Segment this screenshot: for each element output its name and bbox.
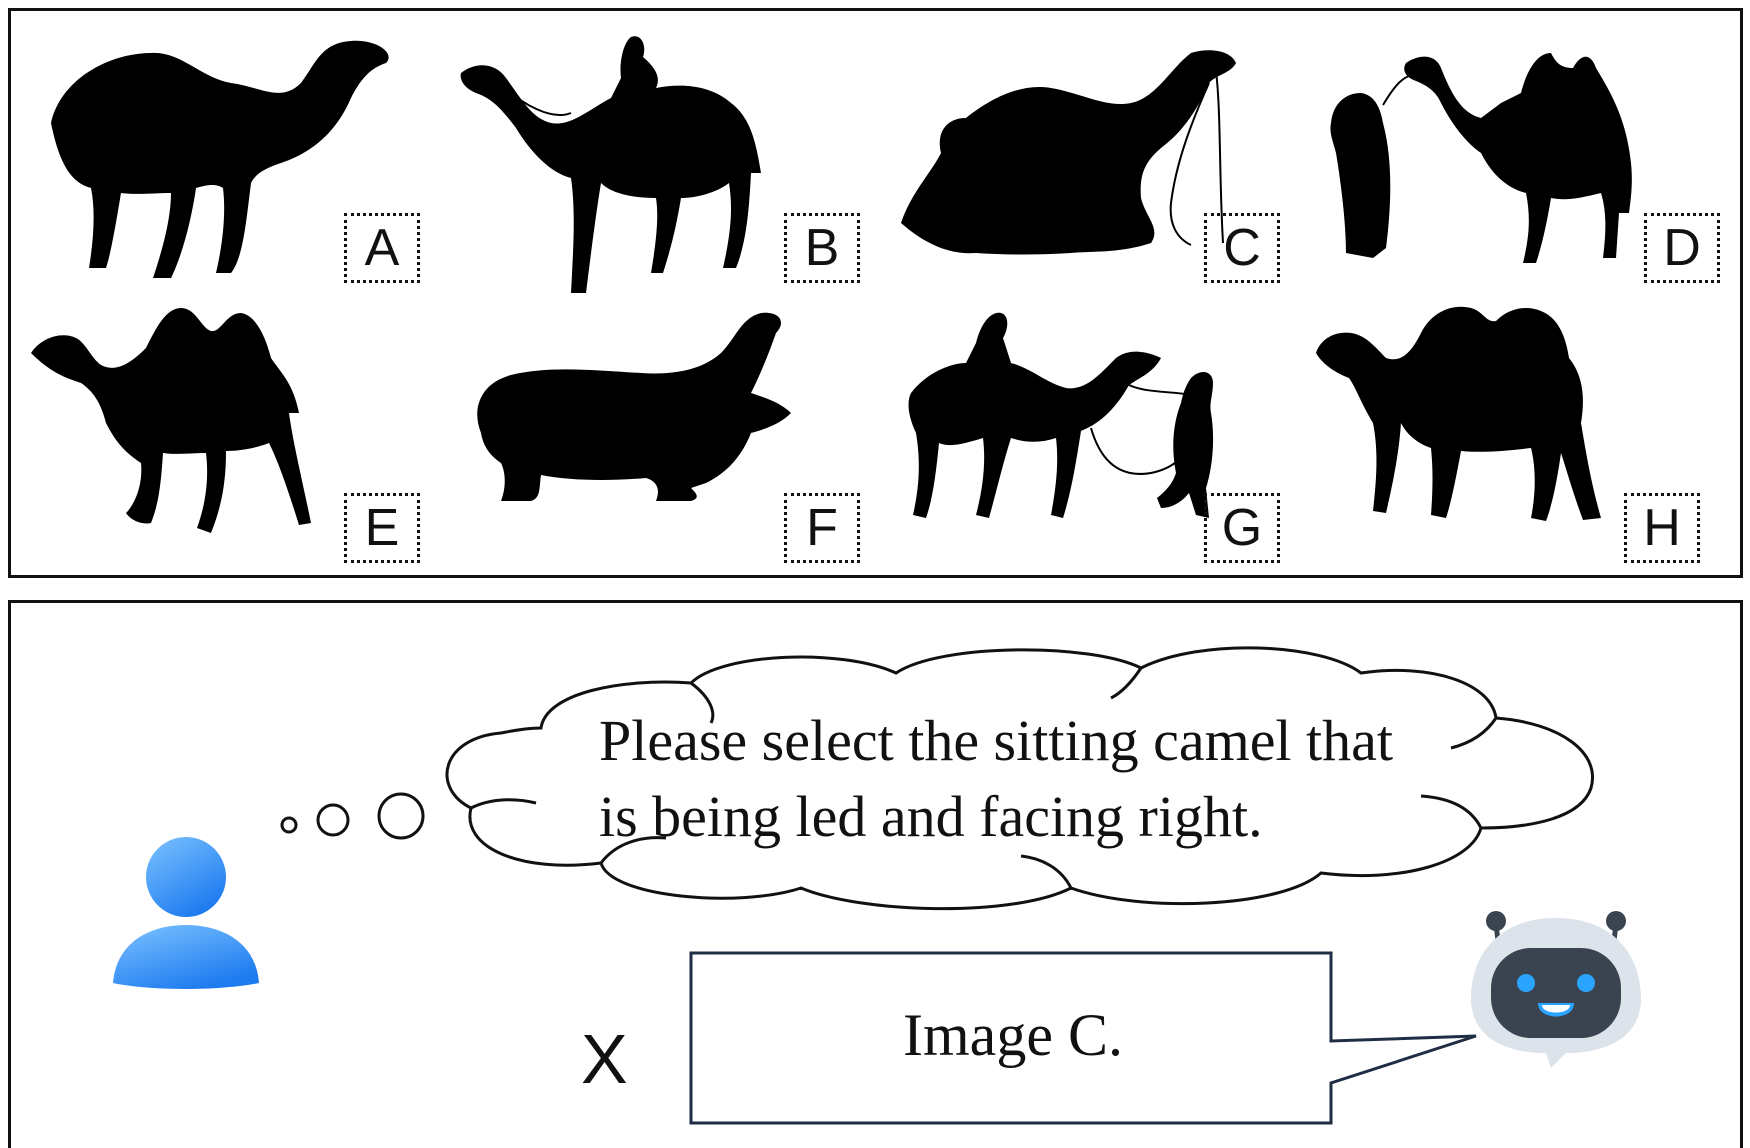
option-e[interactable]: E <box>31 303 461 583</box>
option-c[interactable]: C <box>891 23 1321 303</box>
option-b[interactable]: B <box>451 23 881 303</box>
option-label: D <box>1644 213 1720 283</box>
option-h[interactable]: H <box>1311 303 1741 583</box>
camel-led-by-person-icon <box>1330 53 1632 263</box>
option-label: G <box>1204 493 1280 563</box>
camel-standing-icon <box>51 40 389 278</box>
camel-rider-and-leader-icon <box>908 312 1214 518</box>
robot-icon <box>1471 911 1641 1068</box>
option-d[interactable]: D <box>1311 23 1741 303</box>
thought-dots <box>280 792 425 840</box>
wrong-answer-mark: X <box>581 1020 628 1098</box>
user-icon <box>113 837 259 989</box>
hippo-icon <box>477 312 791 501</box>
thought-cloud <box>445 646 1594 911</box>
bactrian-camel-furry-icon <box>1316 306 1601 521</box>
camel-with-rider-icon <box>460 36 761 293</box>
question-line-1: Please select the sitting camel that <box>599 708 1394 773</box>
bactrian-camel-walking-icon <box>31 308 311 533</box>
dialogue-panel: Please select the sitting camel that is … <box>8 600 1743 1148</box>
option-label: E <box>344 493 420 563</box>
option-label: B <box>784 213 860 283</box>
option-label: A <box>344 213 420 283</box>
option-f[interactable]: F <box>451 303 881 583</box>
question-line-2: is being led and facing right. <box>599 784 1263 849</box>
option-a[interactable]: A <box>31 23 461 303</box>
option-g[interactable]: G <box>891 303 1321 583</box>
option-label: C <box>1204 213 1280 283</box>
camel-sitting-led-icon <box>901 50 1236 255</box>
option-label: F <box>784 493 860 563</box>
option-label: H <box>1624 493 1700 563</box>
answer-bubble <box>689 951 1477 1125</box>
options-panel: A B C D E <box>8 8 1743 578</box>
question-text: Please select the sitting camel that is … <box>599 703 1519 855</box>
answer-text: Image C. <box>903 1002 1123 1068</box>
